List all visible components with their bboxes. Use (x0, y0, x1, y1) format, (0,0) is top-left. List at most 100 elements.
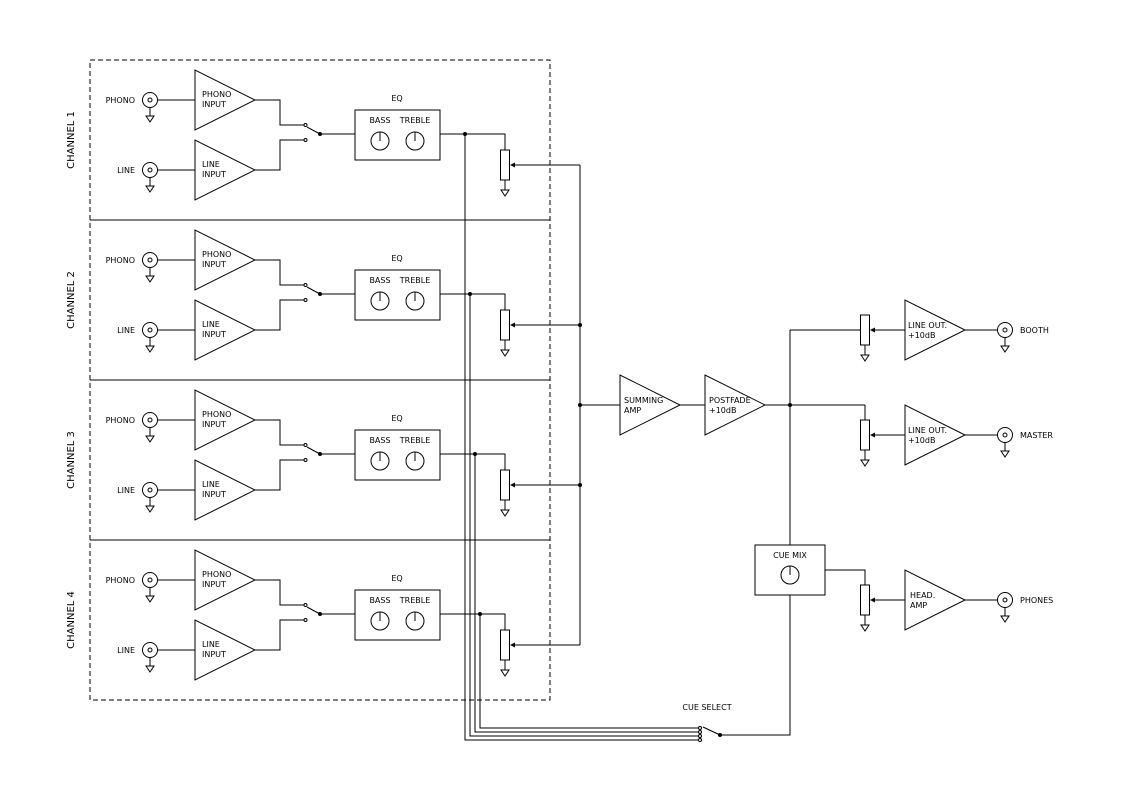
line-preamp-label-2: INPUT (202, 170, 226, 179)
treble-knob-icon (405, 291, 425, 311)
master-label: MASTER (1020, 431, 1053, 440)
channel-label: CHANNEL 2 (66, 271, 77, 329)
phono-preamp-label-1: PHONO (202, 250, 231, 259)
phono-preamp-label-2: INPUT (202, 580, 226, 589)
phono-preamp (194, 229, 257, 291)
phono-preamp-label-1: PHONO (202, 410, 231, 419)
cue-select-label: CUE SELECT (682, 703, 731, 712)
cue-bus (463, 132, 698, 741)
phono-preamp-label-2: INPUT (202, 100, 226, 109)
eq-block (354, 109, 441, 161)
phono-preamp (194, 389, 257, 451)
bass-label: BASS (369, 116, 390, 125)
phones-jack-icon (997, 592, 1013, 623)
booth-label: BOOTH (1020, 326, 1049, 335)
eq-block (354, 429, 441, 481)
line-preamp-label-2: INPUT (202, 490, 226, 499)
line-preamp-label-2: INPUT (202, 330, 226, 339)
phono-jack-icon (142, 572, 158, 603)
phones-output: HEAD. AMP PHONES (860, 569, 1053, 632)
bass-label: BASS (369, 436, 390, 445)
master-level-pot-icon (860, 419, 870, 467)
postfade-label-1: POSTFADE (709, 396, 751, 405)
phono-input-label: PHONO (106, 96, 135, 105)
line-preamp-label-1: LINE (202, 640, 220, 649)
line-preamp (194, 139, 257, 201)
phono-preamp-label-2: INPUT (202, 420, 226, 429)
mix-bus (510, 162, 620, 648)
line-input-label: LINE (117, 646, 135, 655)
channel-frame (89, 219, 551, 381)
phono-input-label: PHONO (106, 416, 135, 425)
phono-jack-icon (142, 252, 158, 283)
master-amp-label-2: +10dB (908, 436, 935, 445)
line-jack-icon (142, 642, 158, 673)
phono-input-label: PHONO (106, 576, 135, 585)
channel-label: CHANNEL 3 (66, 431, 77, 489)
bass-knob-icon (370, 451, 390, 471)
treble-label: TREBLE (399, 276, 431, 285)
phono-jack-icon (142, 412, 158, 443)
eq-block (354, 269, 441, 321)
input-selector-switch-icon (303, 123, 322, 142)
phono-jack-icon (142, 92, 158, 123)
channel-frame (89, 59, 551, 221)
treble-knob-icon (405, 611, 425, 631)
bass-knob-icon (370, 131, 390, 151)
channel-4: CHANNEL 4 PHONO PHONO INPUT LINE LINE IN… (66, 539, 551, 701)
phones-amp-label-2: AMP (910, 601, 927, 610)
bass-label: BASS (369, 596, 390, 605)
output-routing (765, 315, 866, 545)
line-jack-icon (142, 322, 158, 353)
line-jack-icon (142, 162, 158, 193)
phono-input-label: PHONO (106, 256, 135, 265)
line-preamp (194, 619, 257, 681)
master-output: LINE OUT. +10dB MASTER (860, 404, 1053, 467)
line-preamp (194, 299, 257, 361)
eq-block (354, 589, 441, 641)
line-input-label: LINE (117, 486, 135, 495)
phones-label: PHONES (1020, 596, 1053, 605)
channel-fader-icon (500, 309, 510, 357)
line-preamp-label-1: LINE (202, 160, 220, 169)
treble-knob-icon (405, 131, 425, 151)
cue-mix: CUE MIX (754, 544, 866, 596)
booth-amp-label-2: +10dB (908, 331, 935, 340)
booth-level-pot-icon (860, 314, 870, 362)
phones-level-pot-icon (860, 584, 870, 632)
line-preamp (194, 459, 257, 521)
channel-label: CHANNEL 4 (66, 591, 77, 649)
booth-amp-label-1: LINE OUT. (908, 321, 947, 330)
phono-preamp-label-1: PHONO (202, 570, 231, 579)
booth-jack-icon (997, 322, 1013, 353)
channel-fader-icon (500, 149, 510, 197)
phono-preamp (194, 549, 257, 611)
postfade-label-2: +10dB (709, 406, 736, 415)
line-input-label: LINE (117, 326, 135, 335)
channel-frame (89, 539, 551, 701)
treble-knob-icon (405, 451, 425, 471)
input-selector-switch-icon (303, 603, 322, 622)
bass-knob-icon (370, 291, 390, 311)
eq-label: EQ (391, 414, 402, 423)
treble-label: TREBLE (399, 116, 431, 125)
phones-amp-label-1: HEAD. (910, 591, 935, 600)
treble-label: TREBLE (399, 436, 431, 445)
master-amp-label-1: LINE OUT. (908, 426, 947, 435)
booth-output: LINE OUT. +10dB BOOTH (860, 299, 1049, 362)
bass-label: BASS (369, 276, 390, 285)
channel-fader-icon (500, 629, 510, 677)
line-preamp-label-2: INPUT (202, 650, 226, 659)
line-jack-icon (142, 482, 158, 513)
eq-label: EQ (391, 574, 402, 583)
summing-amp-label-1: SUMMING (624, 396, 663, 405)
line-preamp-label-1: LINE (202, 320, 220, 329)
line-input-label: LINE (117, 166, 135, 175)
cue-mix-label: CUE MIX (773, 551, 807, 560)
phono-preamp (194, 69, 257, 131)
line-preamp-label-1: LINE (202, 480, 220, 489)
treble-label: TREBLE (399, 596, 431, 605)
cue-select-switch: CUE SELECT (682, 595, 791, 742)
eq-label: EQ (391, 94, 402, 103)
